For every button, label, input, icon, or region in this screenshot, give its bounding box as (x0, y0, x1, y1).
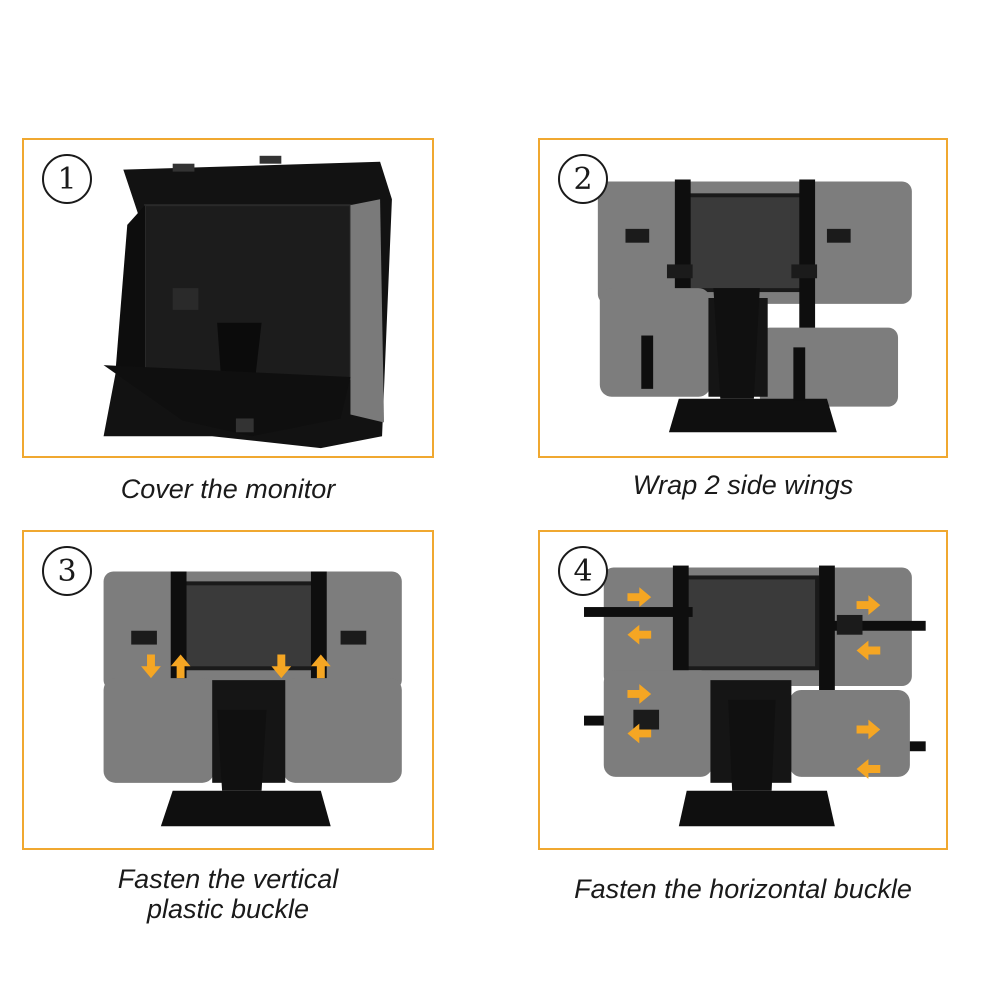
step-1-caption: Cover the monitor (120, 474, 336, 504)
step-3-photo-frame: 3 (22, 530, 434, 850)
step-1-illustration (103, 155, 392, 449)
step-3-caption: Fasten the vertical plastic buckle (117, 864, 339, 924)
step-2-caption: Wrap 2 side wings (632, 470, 854, 500)
step-4-illustration (584, 565, 926, 827)
step-4-photo-frame: 4 (538, 530, 948, 850)
step-2-illustration (597, 179, 912, 433)
step-1-photo-frame: 1 (22, 138, 434, 458)
step-2-number-badge: 2 (558, 154, 608, 204)
step-1-number-badge: 1 (42, 154, 92, 204)
step-3-illustration (103, 571, 402, 827)
step-3-number-badge: 3 (42, 546, 92, 596)
step-4-number-badge: 4 (558, 546, 608, 596)
step-4-caption: Fasten the horizontal buckle (574, 874, 912, 904)
step-2-photo-frame: 2 (538, 138, 948, 458)
